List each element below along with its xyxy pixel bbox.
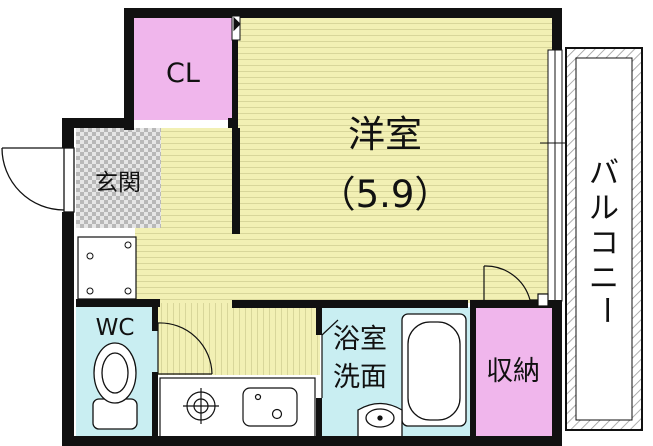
closet-area <box>132 18 236 120</box>
bath-door <box>321 319 339 398</box>
balcony-char: ル <box>589 191 619 226</box>
bathtub-icon <box>401 313 467 427</box>
toilet-label: WC <box>96 315 135 341</box>
walls <box>62 8 562 446</box>
balcony-char: バ <box>589 156 619 191</box>
storage-area <box>475 307 552 439</box>
entrance-area <box>76 128 161 228</box>
storage-door <box>483 265 549 307</box>
shoe-cabinet <box>77 236 137 300</box>
storage-label: 収納 <box>486 356 540 387</box>
balcony-char: コ <box>589 226 619 261</box>
bath-label-line2: 洗面 <box>333 362 387 393</box>
stove-icon <box>183 388 219 424</box>
hall-floor <box>158 303 320 375</box>
balcony-char: ニ <box>589 261 619 296</box>
entrance-door <box>1 147 75 213</box>
sink-icon <box>242 387 298 427</box>
entrance-label: 玄関 <box>95 170 141 196</box>
bath-label-line1: 浴室 <box>333 324 387 355</box>
western-room-label: 洋室 <box>348 113 422 156</box>
balcony-label: バ ル コ ニ ー <box>588 156 623 325</box>
washbasin-icon <box>357 402 403 440</box>
western-room-size: （5.9） <box>319 173 452 216</box>
closet-door <box>231 15 241 41</box>
balcony-char: ー <box>588 295 623 325</box>
toilet-icon <box>92 342 138 430</box>
balcony-inner <box>576 58 632 420</box>
kitchen-counter <box>159 377 316 440</box>
western-room-floor <box>236 18 552 303</box>
toilet-door <box>157 322 213 375</box>
closet-label: CL <box>166 58 200 89</box>
